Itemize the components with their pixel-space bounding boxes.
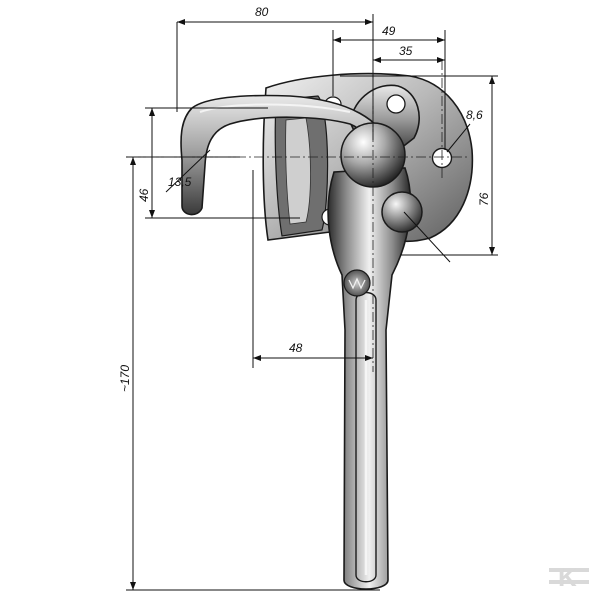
handle-emblem xyxy=(343,269,371,297)
dim-label-48: 48 xyxy=(289,341,303,355)
dim-label-76: 76 xyxy=(477,192,491,206)
hook-highlight xyxy=(199,103,351,113)
dim-label-hole: 8,6 xyxy=(466,108,483,122)
watermark-logo: K xyxy=(549,562,589,592)
dim-label-35: 35 xyxy=(399,44,413,58)
dim-label-80: 80 xyxy=(255,5,269,19)
upper-lever-hole xyxy=(386,94,406,114)
dim-label-46: 46 xyxy=(137,188,151,202)
hook-arm xyxy=(180,94,393,216)
dim-label-49: 49 xyxy=(382,24,396,38)
dimension-lines xyxy=(126,14,498,591)
watermark-glyph: K xyxy=(558,562,577,592)
dimension-arrows xyxy=(130,19,495,590)
plate-recess-inner xyxy=(285,117,311,225)
latch-part xyxy=(180,72,474,590)
lower-knob xyxy=(381,191,423,233)
dim-label-170: ~170 xyxy=(118,365,132,392)
dim-label-radius: 13,5 xyxy=(168,175,192,189)
emblem-mark xyxy=(348,277,366,290)
